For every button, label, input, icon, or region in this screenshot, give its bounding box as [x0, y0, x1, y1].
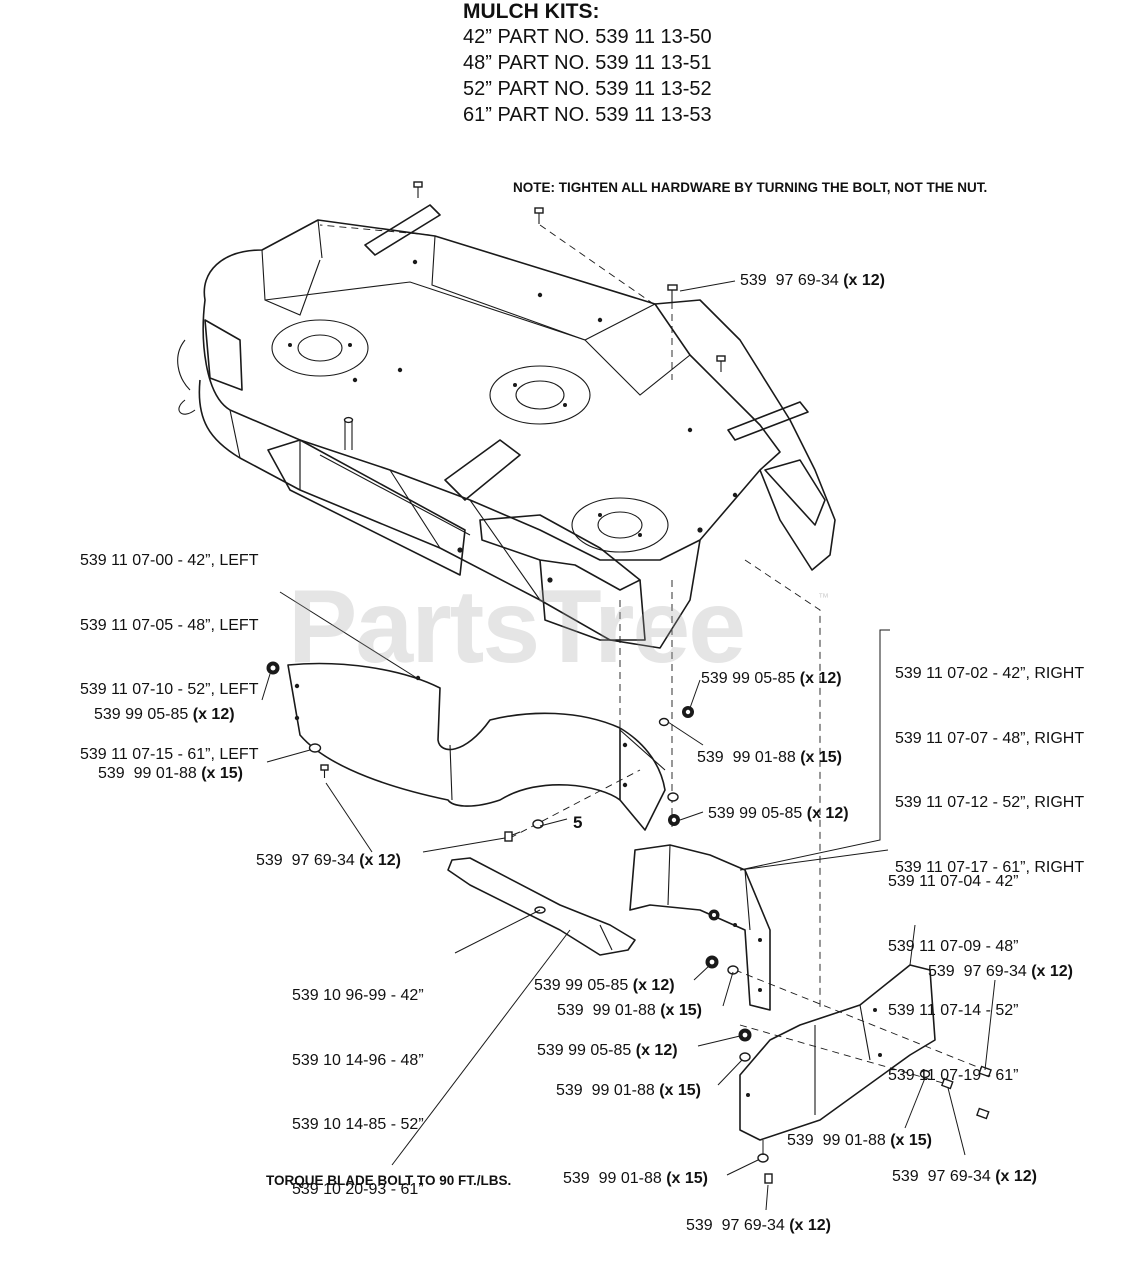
part-label-nut-lower[interactable]: 539 99 05-85 (x 12) — [537, 1040, 678, 1062]
deck-top-bolts — [413, 181, 726, 372]
part-label-blade[interactable]: 539 10 96-99 - 42” 539 10 14-96 - 48” 53… — [292, 942, 424, 1243]
mulch-kits-title: MULCH KITS: 42” PART NO. 539 11 13-50 48… — [463, 0, 712, 128]
part-number: 539 99 01-88 — [787, 1132, 891, 1149]
right-mulch-baffle — [629, 844, 771, 1011]
part-label-bolt-right-low[interactable]: 539 97 69-34 (x 12) — [892, 1166, 1037, 1188]
part-number: 539 99 05-85 — [708, 805, 807, 822]
part-line: 539 11 07-15 - 61”, LEFT — [80, 745, 259, 763]
kit-part-line: 42” PART NO. 539 11 13-50 — [463, 26, 712, 48]
part-qty: (x 15) — [800, 749, 842, 766]
part-label-washer-left[interactable]: 539 99 01-88 (x 15) — [98, 763, 243, 785]
part-label-nut-mid-low[interactable]: 539 99 05-85 (x 12) — [708, 803, 849, 825]
part-line: 539 11 07-04 - 42” — [888, 873, 1019, 890]
part-line: 539 11 07-14 - 52” — [888, 1002, 1019, 1019]
part-line: 539 11 07-00 - 42”, LEFT — [80, 552, 259, 569]
part-label-bolt-right[interactable]: 539 97 69-34 (x 12) — [928, 961, 1073, 983]
part-qty: (x 12) — [635, 1042, 678, 1059]
part-number: 539 97 69-34 — [892, 1168, 996, 1185]
hardware-items — [266, 661, 992, 1184]
part-number: 539 99 05-85 — [701, 670, 800, 687]
hardware-note: NOTE: TIGHTEN ALL HARDWARE BY TURNING TH… — [513, 180, 988, 195]
part-label-washer-center[interactable]: 539 99 01-88 (x 15) — [557, 1000, 702, 1022]
part-line: 539 11 07-02 - 42”, RIGHT — [895, 665, 1085, 682]
part-label-washer-mid[interactable]: 539 99 01-88 (x 15) — [697, 747, 842, 769]
part-number: 539 97 69-34 — [686, 1217, 790, 1234]
lower-chute-baffle — [739, 964, 936, 1141]
part-number: 539 99 01-88 — [557, 1002, 661, 1019]
part-number: 539 97 69-34 — [740, 272, 844, 289]
part-label-washer-lower[interactable]: 539 99 01-88 (x 15) — [556, 1080, 701, 1102]
part-qty: (x 12) — [799, 670, 842, 687]
mower-deck-housing — [177, 204, 836, 649]
part-qty: (x 15) — [659, 1082, 701, 1099]
part-qty: (x 15) — [890, 1132, 932, 1149]
part-qty: (x 12) — [632, 977, 675, 994]
part-qty: (x 12) — [192, 706, 235, 723]
part-line: 539 10 96-99 - 42” — [292, 987, 424, 1004]
trademark-symbol: ™ — [818, 592, 829, 604]
kit-part-line: 61” PART NO. 539 11 13-53 — [463, 104, 712, 126]
part-label-bolt-left[interactable]: 539 97 69-34 (x 12) — [256, 850, 401, 872]
part-qty: (x 12) — [995, 1168, 1037, 1185]
part-label-washer-right-low[interactable]: 539 99 01-88 (x 15) — [787, 1130, 932, 1152]
title-heading: MULCH KITS: — [463, 0, 600, 23]
part-line: 539 10 14-96 - 48” — [292, 1051, 424, 1069]
part-line: 539 10 14-85 - 52” — [292, 1116, 424, 1133]
part-number: 539 99 01-88 — [563, 1170, 667, 1187]
part-qty: (x 15) — [666, 1170, 708, 1187]
part-number: 539 99 05-85 — [534, 977, 633, 994]
part-label-washer-bottom[interactable]: 539 99 01-88 (x 15) — [563, 1168, 708, 1190]
part-label-center-baffle[interactable]: 539 11 07-04 - 42” 539 11 07-09 - 48” 53… — [888, 828, 1018, 1129]
watermark: PartsTree — [288, 569, 746, 685]
part-qty: (x 12) — [843, 272, 885, 289]
part-qty: (x 15) — [201, 765, 243, 782]
kit-part-line: 48” PART NO. 539 11 13-51 — [463, 52, 712, 74]
part-line: 539 11 07-09 - 48” — [888, 937, 1019, 955]
part-line: 539 11 07-07 - 48”, RIGHT — [895, 729, 1085, 747]
part-label-bolt-top[interactable]: 539 97 69-34 (x 12) — [740, 270, 885, 292]
part-number: 539 99 01-88 — [697, 749, 801, 766]
part-line: 539 11 07-17 - 61”, RIGHT — [895, 858, 1085, 876]
part-qty: (x 15) — [660, 1002, 702, 1019]
part-number: 539 99 01-88 — [98, 765, 202, 782]
part-label-left-baffle[interactable]: 539 11 07-00 - 42”, LEFT 539 11 07-05 - … — [80, 507, 258, 808]
part-number: 539 97 69-34 — [256, 852, 360, 869]
part-number: 539 99 05-85 — [537, 1042, 636, 1059]
assembly-dashed-lines — [319, 224, 986, 1086]
part-number: 539 99 05-85 — [94, 706, 193, 723]
part-label-nut-center[interactable]: 539 99 05-85 (x 12) — [534, 975, 675, 997]
part-number: 539 99 01-88 — [556, 1082, 660, 1099]
kit-part-line: 52” PART NO. 539 11 13-52 — [463, 78, 712, 100]
part-line: 539 11 07-10 - 52”, LEFT — [80, 681, 259, 698]
torque-note: TORQUE BLADE BOLT TO 90 FT./LBS. — [266, 1173, 512, 1188]
mulching-blade — [447, 857, 636, 956]
part-label-nut-mid-top[interactable]: 539 99 05-85 (x 12) — [701, 668, 842, 690]
leader-lines — [261, 280, 996, 1211]
part-qty: (x 12) — [806, 805, 849, 822]
part-line: 539 11 07-19 - 61” — [888, 1066, 1019, 1084]
callout-5: 5 — [573, 813, 583, 832]
part-label-nut-left[interactable]: 539 99 05-85 (x 12) — [94, 704, 235, 726]
part-label-right-baffle[interactable]: 539 11 07-02 - 42”, RIGHT 539 11 07-07 -… — [895, 620, 1084, 921]
part-line: 539 11 07-05 - 48”, LEFT — [80, 616, 259, 634]
part-number: 539 97 69-34 — [928, 963, 1032, 980]
part-label-bolt-bottom[interactable]: 539 97 69-34 (x 12) — [686, 1215, 831, 1237]
part-line: 539 11 07-12 - 52”, RIGHT — [895, 794, 1085, 811]
part-qty: (x 12) — [1031, 963, 1073, 980]
part-line: 539 10 20-93 - 61” — [292, 1180, 424, 1198]
part-qty: (x 12) — [359, 852, 401, 869]
left-mulch-baffle — [287, 662, 666, 831]
part-qty: (x 12) — [789, 1217, 831, 1234]
